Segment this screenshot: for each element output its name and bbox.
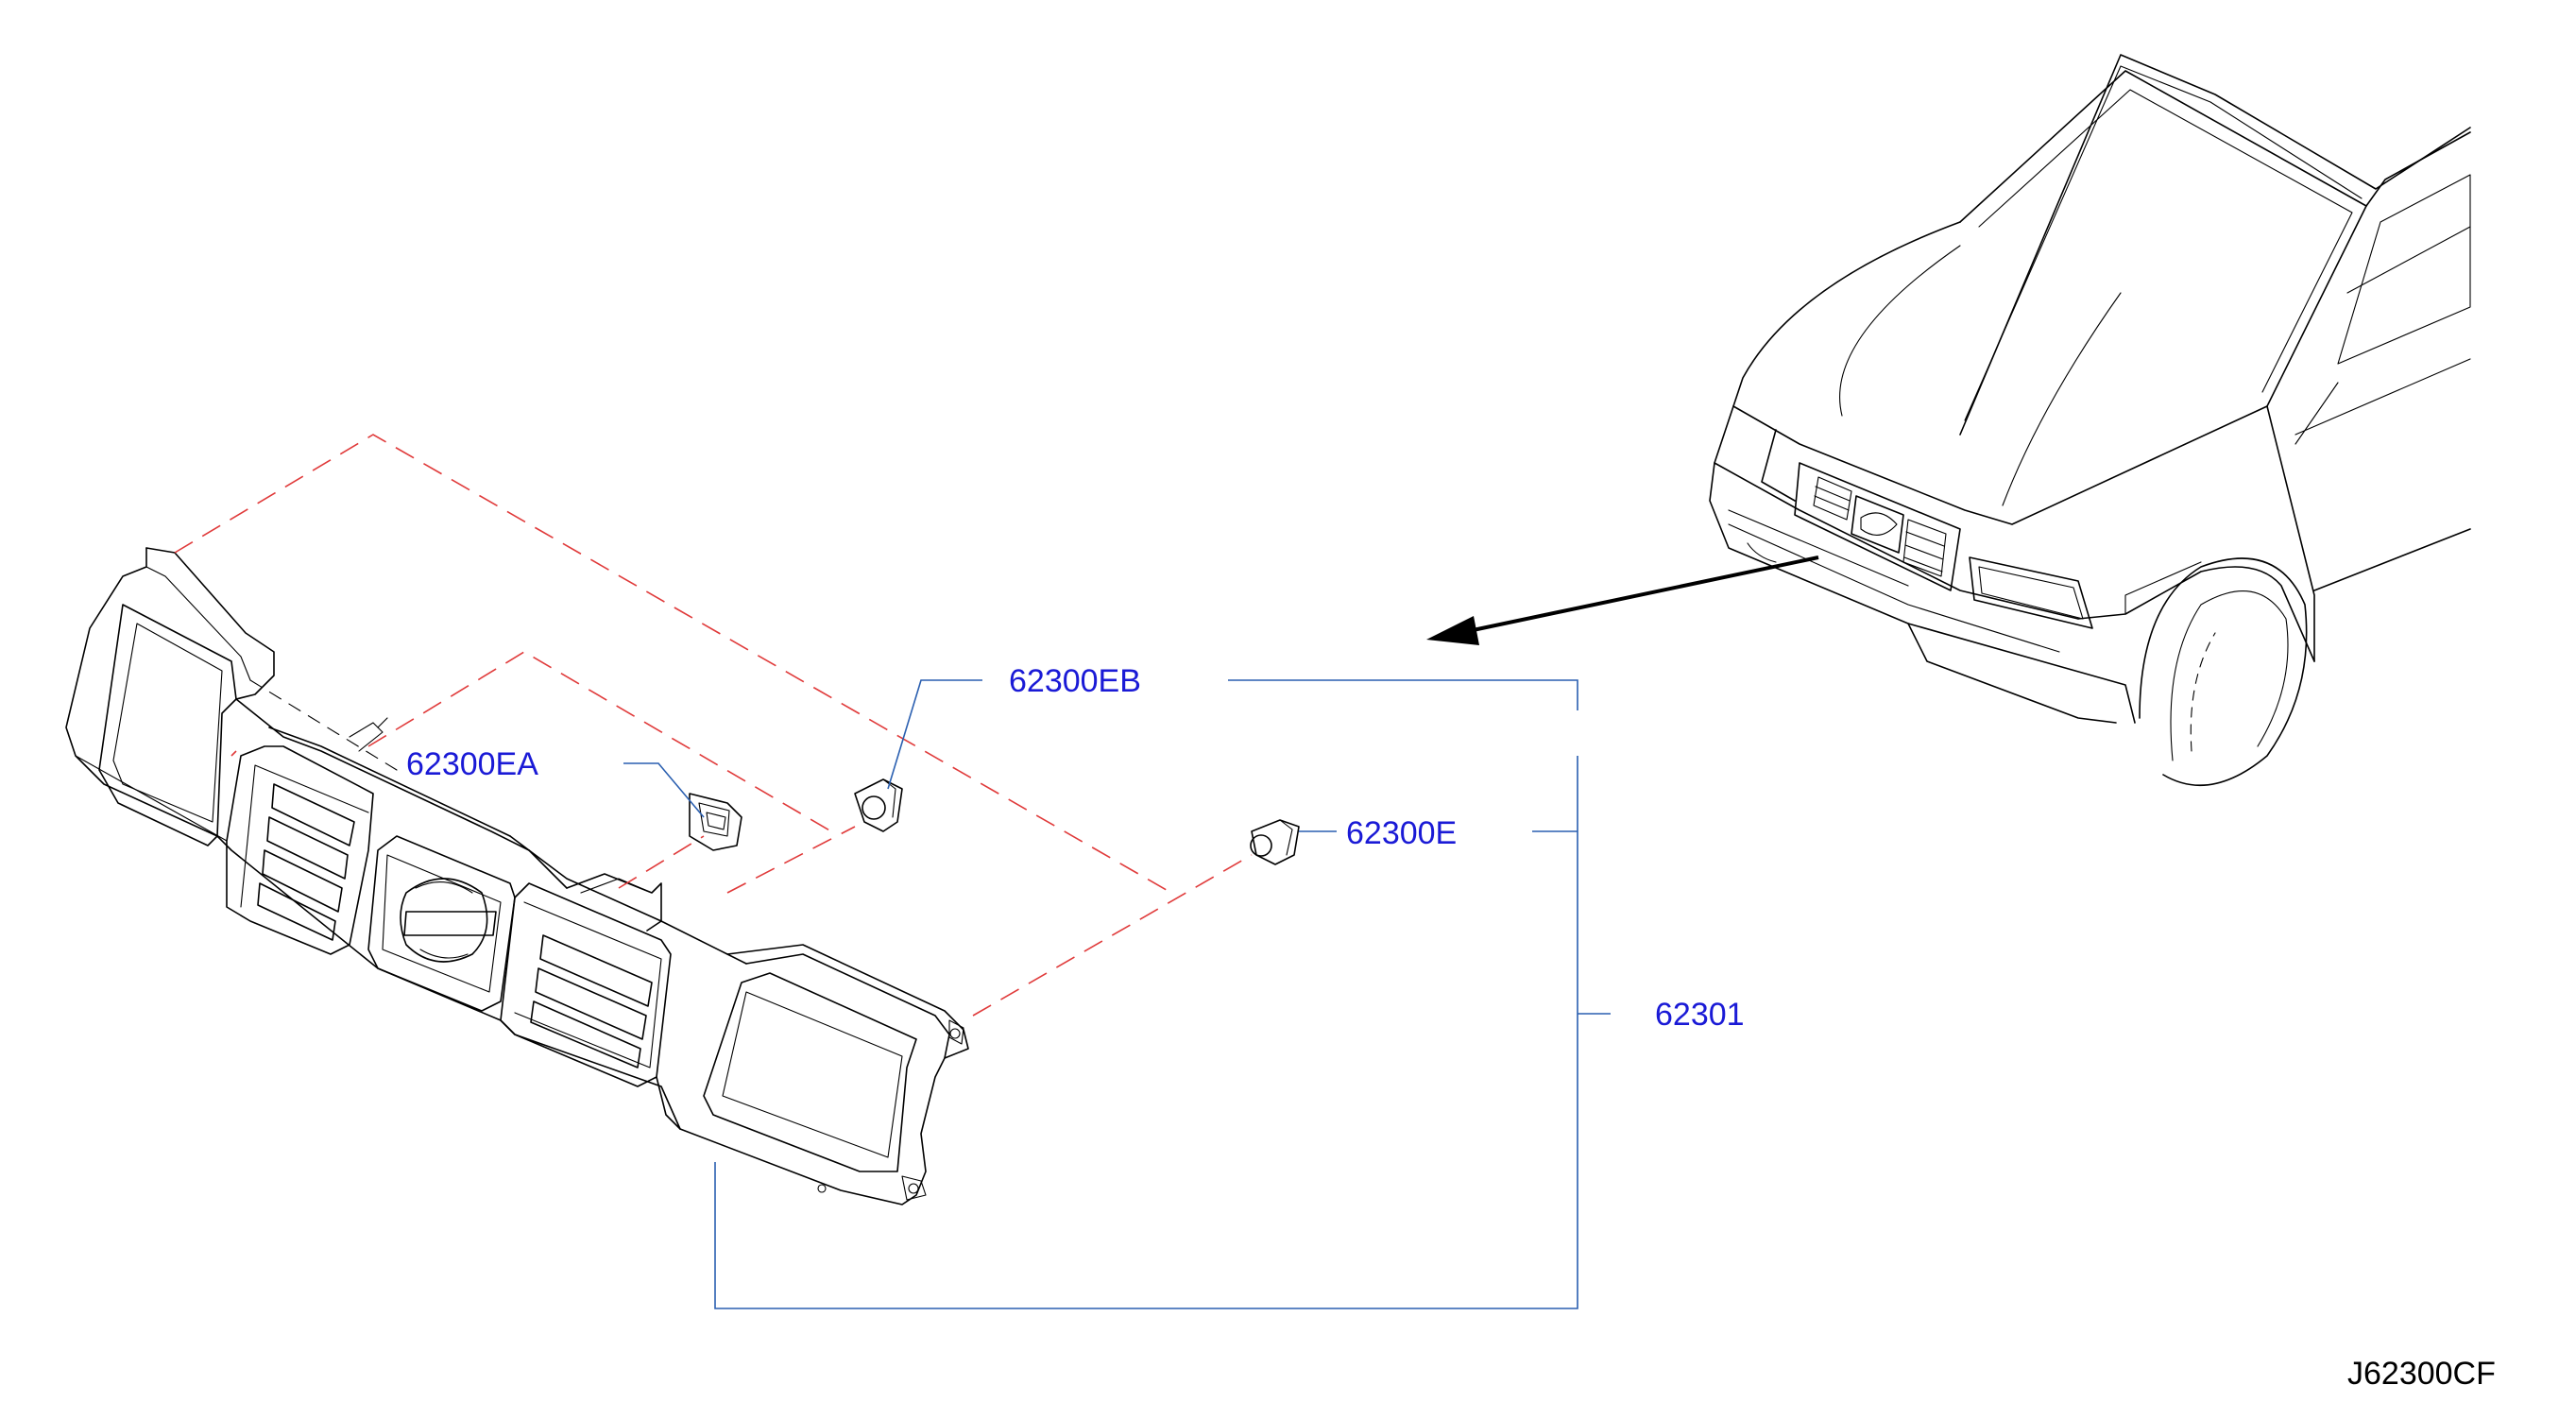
part-label-62301: 62301 (1655, 997, 1745, 1033)
clip-ea-illustration (689, 793, 742, 851)
leader-lines (623, 679, 1611, 1309)
part-label-62300e: 62300E (1346, 815, 1457, 851)
location-arrow (1426, 556, 1819, 645)
vehicle-illustration (1709, 54, 2471, 786)
part-labels: 62300EB 62300EA 62300E 62301 (406, 663, 1745, 1033)
assembly-dashed-lines (174, 434, 1253, 1017)
grille-illustration (65, 547, 969, 1205)
part-label-62300ea: 62300EA (406, 746, 538, 782)
clip-e-illustration (1250, 819, 1300, 865)
part-label-62300eb: 62300EB (1009, 663, 1141, 699)
clip-eb-illustration (854, 778, 903, 832)
diagram-code: J62300CF (2347, 1356, 2496, 1392)
